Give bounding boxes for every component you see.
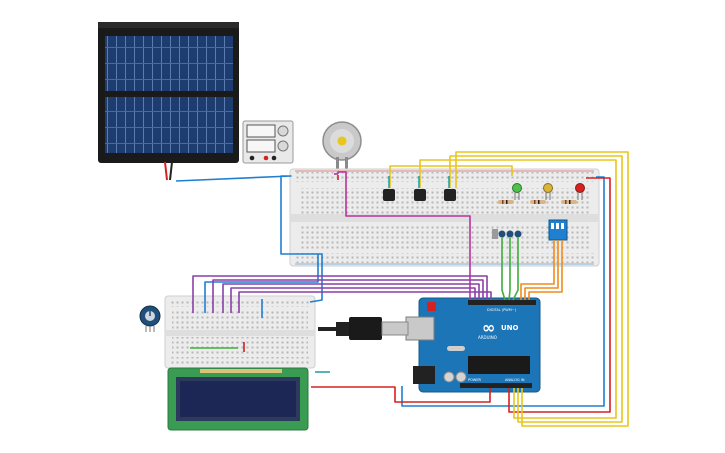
- resistor-3[interactable]: [561, 200, 577, 204]
- arduino-uno-board[interactable]: [405, 297, 541, 393]
- arduino-brand-label: ARDUINO: [478, 335, 497, 340]
- dc-motor[interactable]: [322, 121, 362, 175]
- dip-switch[interactable]: [548, 219, 568, 241]
- wire-purple-5: [238, 291, 492, 313]
- wire-orange-3: [528, 240, 563, 300]
- solar-panel[interactable]: [98, 22, 239, 163]
- wire-yellow-3: [449, 155, 623, 423]
- transistor-2[interactable]: [414, 189, 426, 201]
- breadboard-main[interactable]: [289, 168, 600, 267]
- wire-green-2: [508, 238, 511, 301]
- pushbutton-group[interactable]: [492, 229, 522, 239]
- led-yellow[interactable]: [543, 183, 553, 201]
- wires: [175, 151, 629, 427]
- wire-orange-1: [520, 240, 555, 300]
- led-green[interactable]: [512, 183, 522, 201]
- lcd-display[interactable]: [167, 367, 309, 431]
- wire-blue-3: [401, 176, 605, 407]
- wire-green-3: [512, 238, 519, 301]
- wire-magenta-1: [337, 171, 471, 300]
- breadboard-small[interactable]: [164, 295, 316, 369]
- wire-blue-1: [175, 175, 319, 313]
- led-red[interactable]: [575, 183, 585, 201]
- wire-green-1: [501, 238, 506, 301]
- wire-red-2: [508, 177, 611, 413]
- arduino-logo-symbol: ∞: [482, 318, 495, 337]
- wire-blue-2: [309, 253, 323, 303]
- arduino-power-header-label: POWER: [468, 378, 482, 382]
- wire-yellow-1: [389, 165, 513, 188]
- arduino-analog-header-label: ANALOG IN: [505, 378, 525, 382]
- transistor-3[interactable]: [444, 189, 456, 201]
- transistor-1[interactable]: [383, 189, 395, 201]
- arduino-digital-header-label: DIGITAL (PWM~): [487, 308, 517, 312]
- wire-purple-4: [230, 287, 476, 313]
- usb-cable[interactable]: [318, 317, 409, 340]
- wire-yellow-4: [455, 151, 629, 427]
- resistor-2[interactable]: [530, 200, 546, 204]
- wire-purple-1: [192, 275, 488, 313]
- wire-purple-2: [212, 279, 484, 313]
- wire-red-1: [311, 386, 491, 403]
- wire-yellow-2: [419, 159, 617, 419]
- resistor-1[interactable]: [498, 200, 514, 204]
- solar-panel-leads: [164, 161, 173, 181]
- power-supply[interactable]: [242, 120, 294, 164]
- arduino-model-label: UNO: [501, 324, 519, 332]
- wire-orange-2: [524, 240, 559, 300]
- potentiometer[interactable]: [139, 305, 161, 332]
